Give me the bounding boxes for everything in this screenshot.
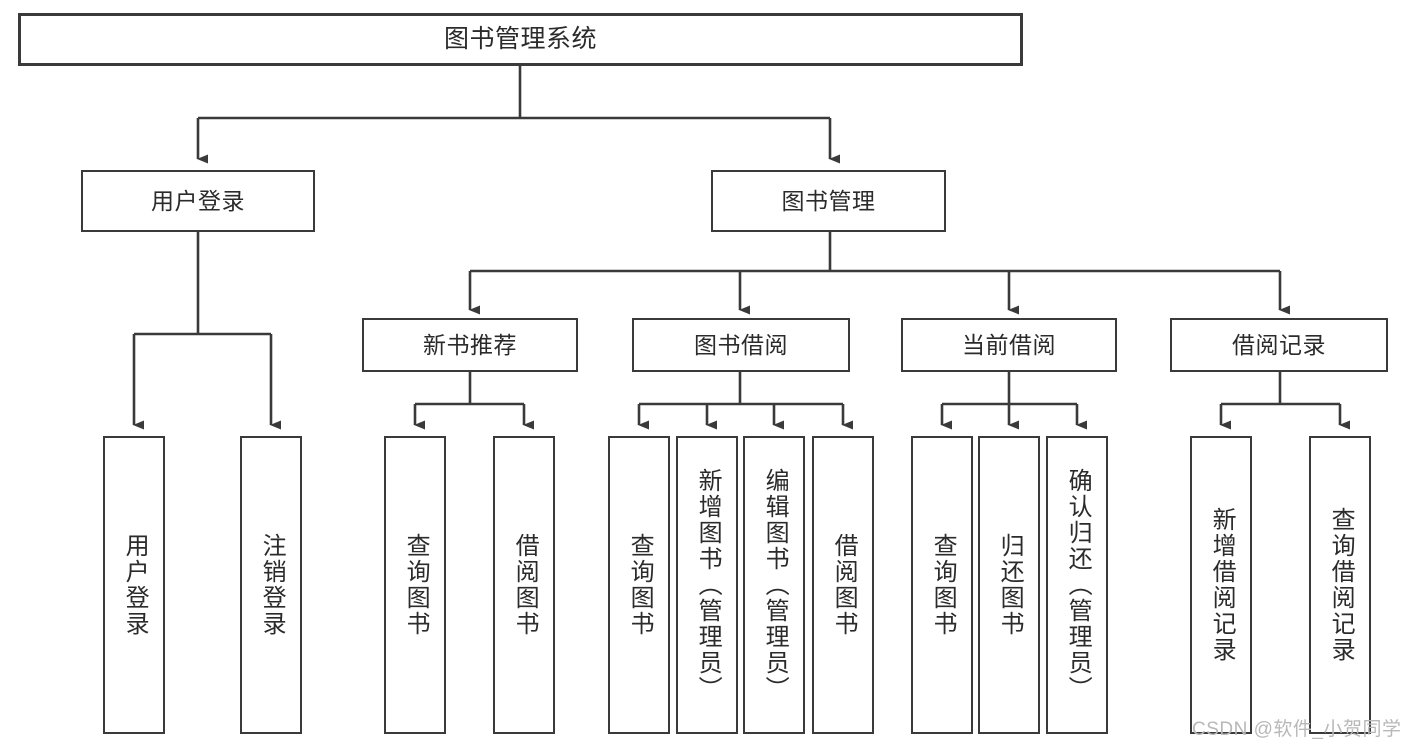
leaf-user-login-label: 用户登录 [121,533,149,637]
leaf-recommend-query-book-label: 查询图书 [402,533,430,637]
node-user-login-label: 用户登录 [151,187,245,214]
edge-current-to-leaves [940,372,1087,430]
leaf-borrow-borrow-book-label: 借阅图书 [830,533,858,637]
leaf-query-borrow-record-label: 查询借阅记录 [1327,507,1355,663]
leaf-logout[interactable]: 注销登录 [240,436,302,734]
node-new-book-recommend[interactable]: 新书推荐 [362,318,578,372]
leaf-user-login[interactable]: 用户登录 [103,436,165,734]
leaf-add-borrow-record[interactable]: 新增借阅记录 [1190,436,1252,734]
leaf-borrow-borrow-book[interactable]: 借阅图书 [812,436,874,734]
edge-borrow-to-leaves [637,372,853,430]
leaf-borrow-edit-book-label: 编辑图书（管理员） [761,468,789,702]
leaf-borrow-edit-book[interactable]: 编辑图书（管理员） [743,436,805,734]
leaf-add-borrow-record-label: 新增借阅记录 [1208,507,1236,663]
leaf-query-borrow-record[interactable]: 查询借阅记录 [1309,436,1371,734]
node-root-library-system[interactable]: 图书管理系统 [18,13,1023,66]
node-user-login[interactable]: 用户登录 [81,170,315,232]
node-book-management-label: 图书管理 [781,187,876,214]
leaf-current-query-book-label: 查询图书 [929,533,957,637]
leaf-borrow-query-book-label: 查询图书 [626,533,654,637]
edge-userlogin-to-leaves [132,232,281,430]
node-book-borrow[interactable]: 图书借阅 [632,318,850,372]
node-current-borrow-label: 当前借阅 [962,331,1056,358]
leaf-borrow-add-book[interactable]: 新增图书（管理员） [676,436,738,734]
node-book-borrow-label: 图书借阅 [694,331,788,358]
edge-root-to-level2 [196,66,840,164]
leaf-recommend-borrow-book[interactable]: 借阅图书 [493,436,555,734]
leaf-recommend-query-book[interactable]: 查询图书 [384,436,446,734]
leaf-current-return-book[interactable]: 归还图书 [978,436,1040,734]
leaf-borrow-add-book-label: 新增图书（管理员） [694,468,722,702]
node-borrow-records-label: 借阅记录 [1232,331,1326,358]
edge-records-to-leaves [1219,372,1350,430]
node-new-book-recommend-label: 新书推荐 [423,331,517,358]
leaf-current-query-book[interactable]: 查询图书 [911,436,973,734]
leaf-recommend-borrow-book-label: 借阅图书 [511,533,539,637]
leaf-logout-label: 注销登录 [258,533,286,637]
leaf-borrow-query-book[interactable]: 查询图书 [608,436,670,734]
node-book-management[interactable]: 图书管理 [711,170,946,232]
leaf-current-confirm-return[interactable]: 确认归还（管理员） [1046,436,1108,734]
node-root-label: 图书管理系统 [443,25,597,54]
edge-bookmgmt-to-level3 [468,232,1290,315]
node-borrow-records[interactable]: 借阅记录 [1170,318,1388,372]
edge-newbook-to-leaves [413,372,534,430]
node-current-borrow[interactable]: 当前借阅 [901,318,1117,372]
leaf-current-return-book-label: 归还图书 [996,533,1024,637]
leaf-current-confirm-return-label: 确认归还（管理员） [1064,468,1092,702]
